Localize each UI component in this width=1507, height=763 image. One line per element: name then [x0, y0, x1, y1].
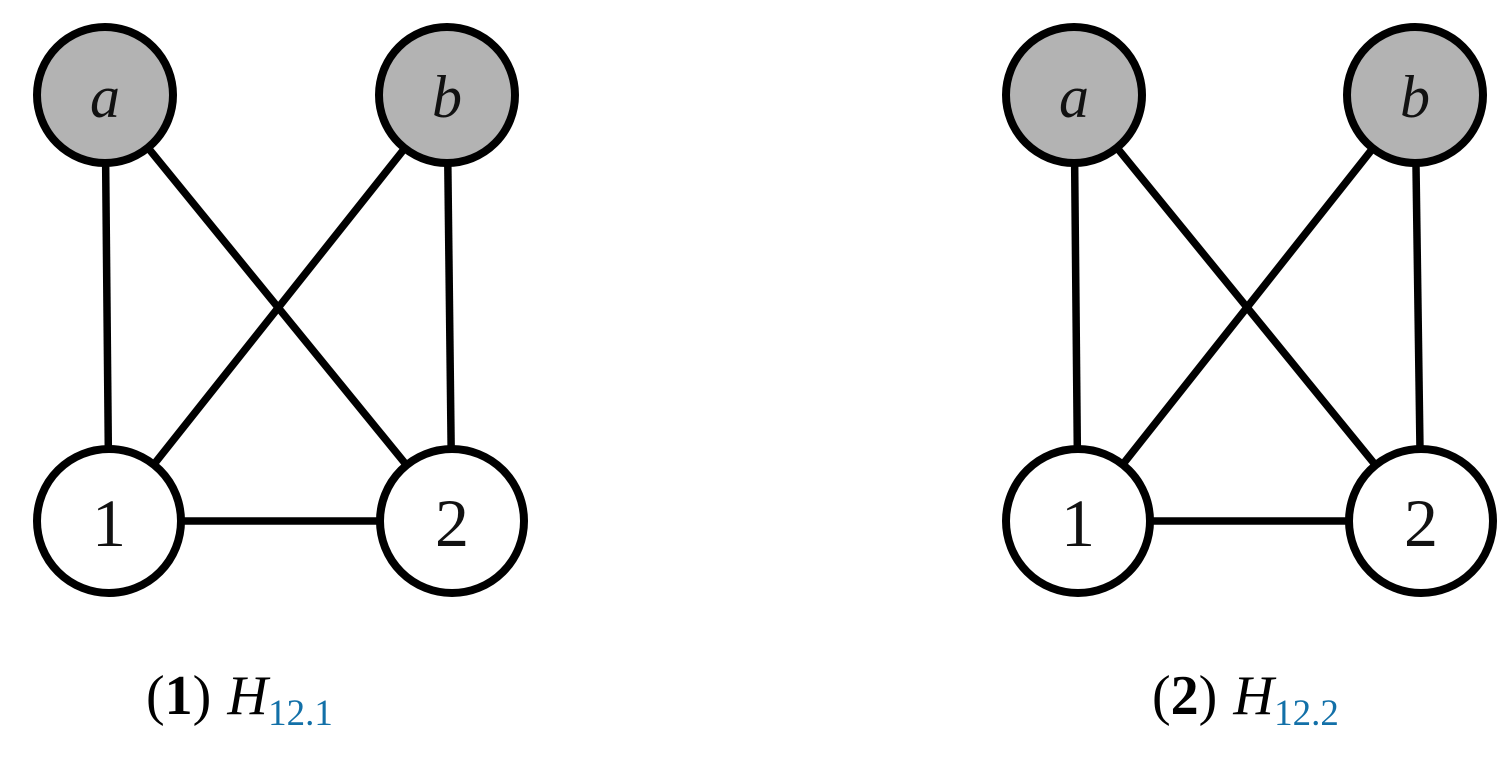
caption-close-paren-1: ) [192, 665, 212, 727]
node-label-1: 1 [92, 485, 126, 561]
caption-symbol-1: H [227, 665, 268, 727]
graph-node-a[interactable]: a [33, 23, 177, 167]
node-label-1: 1 [1061, 485, 1095, 561]
graph-node-1[interactable]: 1 [33, 445, 185, 597]
caption-symbol-2: H [1233, 665, 1274, 727]
node-label-b: b [1400, 64, 1430, 130]
graph-node-1[interactable]: 1 [1002, 445, 1154, 597]
graph-node-2[interactable]: 2 [376, 445, 528, 597]
caption-index-1: 1 [164, 665, 193, 727]
node-circle-b [1343, 23, 1487, 167]
graph-node-b[interactable]: b [375, 23, 519, 167]
node-circle-b [375, 23, 519, 167]
node-label-2: 2 [435, 485, 469, 561]
graph-node-a[interactable]: a [1002, 23, 1146, 167]
node-label-a: a [1059, 64, 1089, 130]
graph-edge-a-1 [101, 163, 113, 449]
caption-index-2: 2 [1170, 665, 1199, 727]
node-circle-a [33, 23, 177, 167]
node-circle-a [1002, 23, 1146, 167]
node-label-b: b [432, 64, 462, 130]
node-circle-2 [376, 445, 528, 597]
graph-diagram-1: a b 1 2 [33, 23, 528, 597]
graph-edge-a-1 [1070, 163, 1082, 449]
caption-open-paren-2: ( [1152, 665, 1171, 727]
caption-subscript-2: 12.2 [1274, 692, 1339, 734]
caption-subscript-1: 12.1 [268, 692, 333, 734]
caption-open-paren-1: ( [146, 665, 165, 727]
figure-caption-1: (1)H12.1 [146, 665, 333, 731]
figure-panel-2: a b 1 2 [960, 0, 1507, 763]
node-label-2: 2 [1404, 485, 1438, 561]
node-circle-2 [1345, 445, 1497, 597]
graph-edge-b-1 [151, 146, 408, 467]
caption-close-paren-2: ) [1198, 665, 1218, 727]
graph-edge-b-2 [1412, 163, 1424, 449]
graph-edge-b-2 [444, 163, 455, 449]
node-label-a: a [90, 64, 120, 130]
figure-panel-1: a b 1 2 (1)H12.1 [0, 0, 560, 763]
node-circle-1 [33, 445, 185, 597]
node-circle-1 [1002, 445, 1154, 597]
graph-edge-b-1 [1120, 146, 1376, 467]
graph-diagram-2: a b 1 2 [1002, 23, 1497, 597]
graph-node-2[interactable]: 2 [1345, 445, 1497, 597]
graph-node-b[interactable]: b [1343, 23, 1487, 167]
figure-caption-2: (2)H12.2 [1152, 665, 1339, 731]
